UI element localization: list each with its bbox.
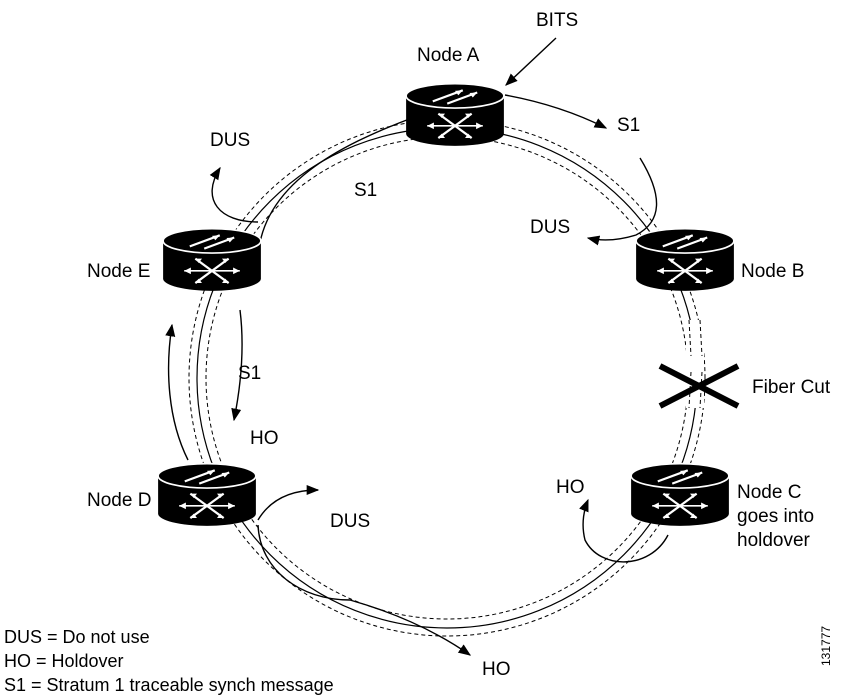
node-c-label: Node C goes into holdover: [737, 482, 819, 551]
fiber-ring: [196, 127, 698, 629]
dus-arrow-d: [257, 484, 320, 521]
node-b-router-icon: [635, 227, 735, 293]
s1-arrow-e-to-d: [231, 309, 243, 422]
node-a-router-icon: [405, 82, 505, 148]
ho-label-d: HO: [250, 428, 279, 449]
fiber-cut-gap: [686, 320, 704, 408]
fiber-cut-right-b: [699, 371, 703, 409]
legend-line-ho: HO = Holdover: [4, 651, 124, 671]
s1-arrow-a-to-b: [504, 94, 608, 129]
node-c-label-line-2: goes into: [737, 506, 814, 527]
ho-arrow-c: [579, 498, 669, 563]
node-a-label: Node A: [417, 45, 480, 66]
node-d-label: Node D: [87, 490, 151, 511]
dus-label-b: DUS: [530, 217, 570, 238]
s1-arrow-a-to-e: [257, 117, 413, 261]
ring-outer-dashed: [188, 119, 706, 637]
ho-label-bottom: HO: [482, 659, 511, 680]
fiber-cut-right-a: [699, 319, 703, 357]
node-c-label-line-3: holdover: [737, 530, 811, 551]
fiber-cut-label: Fiber Cut: [752, 377, 831, 398]
dus-label-d: DUS: [330, 511, 370, 532]
legend-line-s1: S1 = Stratum 1 traceable synch message: [4, 675, 334, 695]
ho-label-c: HO: [556, 477, 585, 498]
s1-label-a-to-b: S1: [617, 115, 640, 136]
legend-line-dus: DUS = Do not use: [4, 627, 150, 647]
ho-arrow-bottom: [257, 524, 472, 656]
node-b-label: Node B: [741, 261, 804, 282]
fiber-cut-left-a: [688, 319, 692, 357]
holdover-return-arrow-d-to-e: [165, 323, 189, 461]
figure-id: 131777: [819, 626, 833, 666]
ring-inner-dashed: [205, 136, 689, 620]
fiber-cut-left-b: [688, 371, 692, 409]
s1-label-e-to-d: S1: [238, 363, 261, 384]
bits-arrow: [505, 37, 557, 86]
dus-label-e: DUS: [210, 130, 250, 151]
s1-label-a-to-e: S1: [354, 180, 377, 201]
node-e-label: Node E: [87, 261, 150, 282]
node-e-router-icon: [162, 227, 262, 293]
node-c-label-line-1: Node C: [737, 482, 801, 503]
dus-arrow-e: [209, 166, 259, 223]
fiber-cut-x-icon: [658, 363, 740, 409]
bits-label: BITS: [536, 10, 578, 31]
node-c-router-icon: [630, 462, 730, 528]
node-d-router-icon: [157, 462, 257, 528]
dus-arrow-b: [586, 157, 658, 246]
